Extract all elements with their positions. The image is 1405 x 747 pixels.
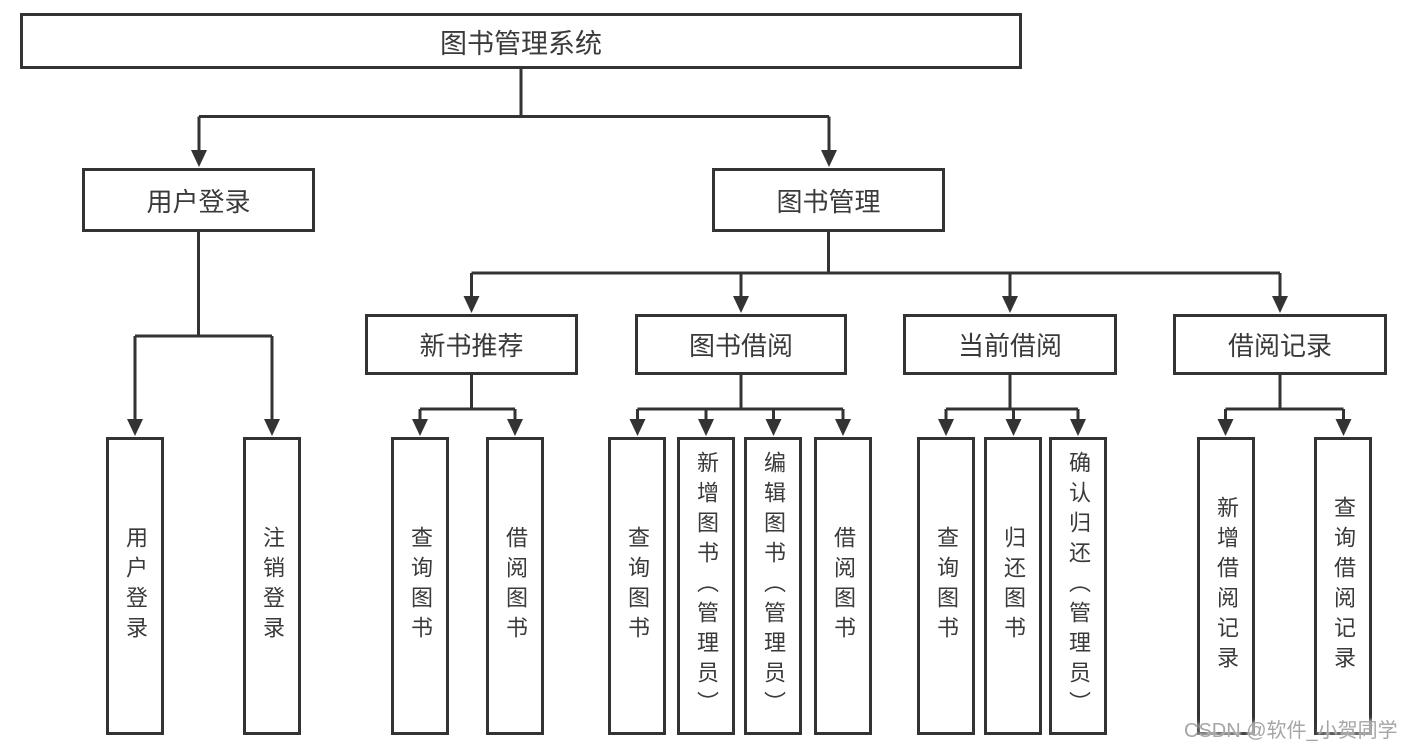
leaf-borrow-query-book: 查询图书 <box>608 437 666 735</box>
leaf-user-login: 用户登录 <box>106 437 164 735</box>
leaf-label: 查询图书 <box>625 526 650 646</box>
leaf-current-confirm-return: 确认归还（管理员） <box>1049 437 1107 735</box>
arrowhead-icons <box>127 150 1352 436</box>
node-label: 用户登录 <box>146 186 251 217</box>
leaf-logout: 注销登录 <box>243 437 301 735</box>
leaf-label: 新增借阅记录 <box>1214 496 1239 676</box>
watermark: CSDN @软件_小贺同学 <box>1184 720 1398 742</box>
node-label: 新书推荐 <box>419 331 524 361</box>
leaf-label: 用户登录 <box>123 526 148 646</box>
leaf-current-query-book: 查询图书 <box>917 437 975 735</box>
leaf-label: 借阅图书 <box>503 526 528 646</box>
leaf-label: 查询借阅记录 <box>1331 496 1356 676</box>
node-book-borrow: 图书借阅 <box>635 314 847 375</box>
leaf-label: 归还图书 <box>1001 526 1026 646</box>
leaf-borrow-edit-book: 编辑图书（管理员） <box>744 437 802 735</box>
node-current-borrow: 当前借阅 <box>903 314 1117 375</box>
node-user-login: 用户登录 <box>82 168 315 232</box>
leaf-record-add-record: 新增借阅记录 <box>1197 437 1255 735</box>
leaf-label: 查询图书 <box>934 526 959 646</box>
node-label: 图书借阅 <box>688 331 793 361</box>
node-label: 图书管理系统 <box>440 28 602 59</box>
leaf-label: 查询图书 <box>408 526 433 646</box>
leaf-rec-borrow-book: 借阅图书 <box>486 437 544 735</box>
node-label: 图书管理 <box>776 186 881 217</box>
connector-paths <box>133 69 1345 420</box>
leaf-current-return-book: 归还图书 <box>984 437 1042 735</box>
leaf-label: 借阅图书 <box>831 526 856 646</box>
leaf-label: 编辑图书（管理员） <box>761 451 786 721</box>
node-label: 借阅记录 <box>1227 331 1332 361</box>
leaf-record-query-record: 查询借阅记录 <box>1314 437 1372 735</box>
leaf-borrow-borrow-book: 借阅图书 <box>814 437 872 735</box>
leaf-label: 新增图书（管理员） <box>694 451 719 721</box>
leaf-rec-query-book: 查询图书 <box>391 437 449 735</box>
leaf-label: 注销登录 <box>260 526 285 646</box>
node-borrow-record: 借阅记录 <box>1173 314 1387 375</box>
node-book-management: 图书管理 <box>712 168 945 232</box>
node-label: 当前借阅 <box>957 331 1062 361</box>
leaf-label: 确认归还（管理员） <box>1066 451 1091 721</box>
node-library-management-system: 图书管理系统 <box>20 13 1022 69</box>
node-new-book-recommend: 新书推荐 <box>365 314 578 375</box>
leaf-borrow-add-book: 新增图书（管理员） <box>677 437 735 735</box>
